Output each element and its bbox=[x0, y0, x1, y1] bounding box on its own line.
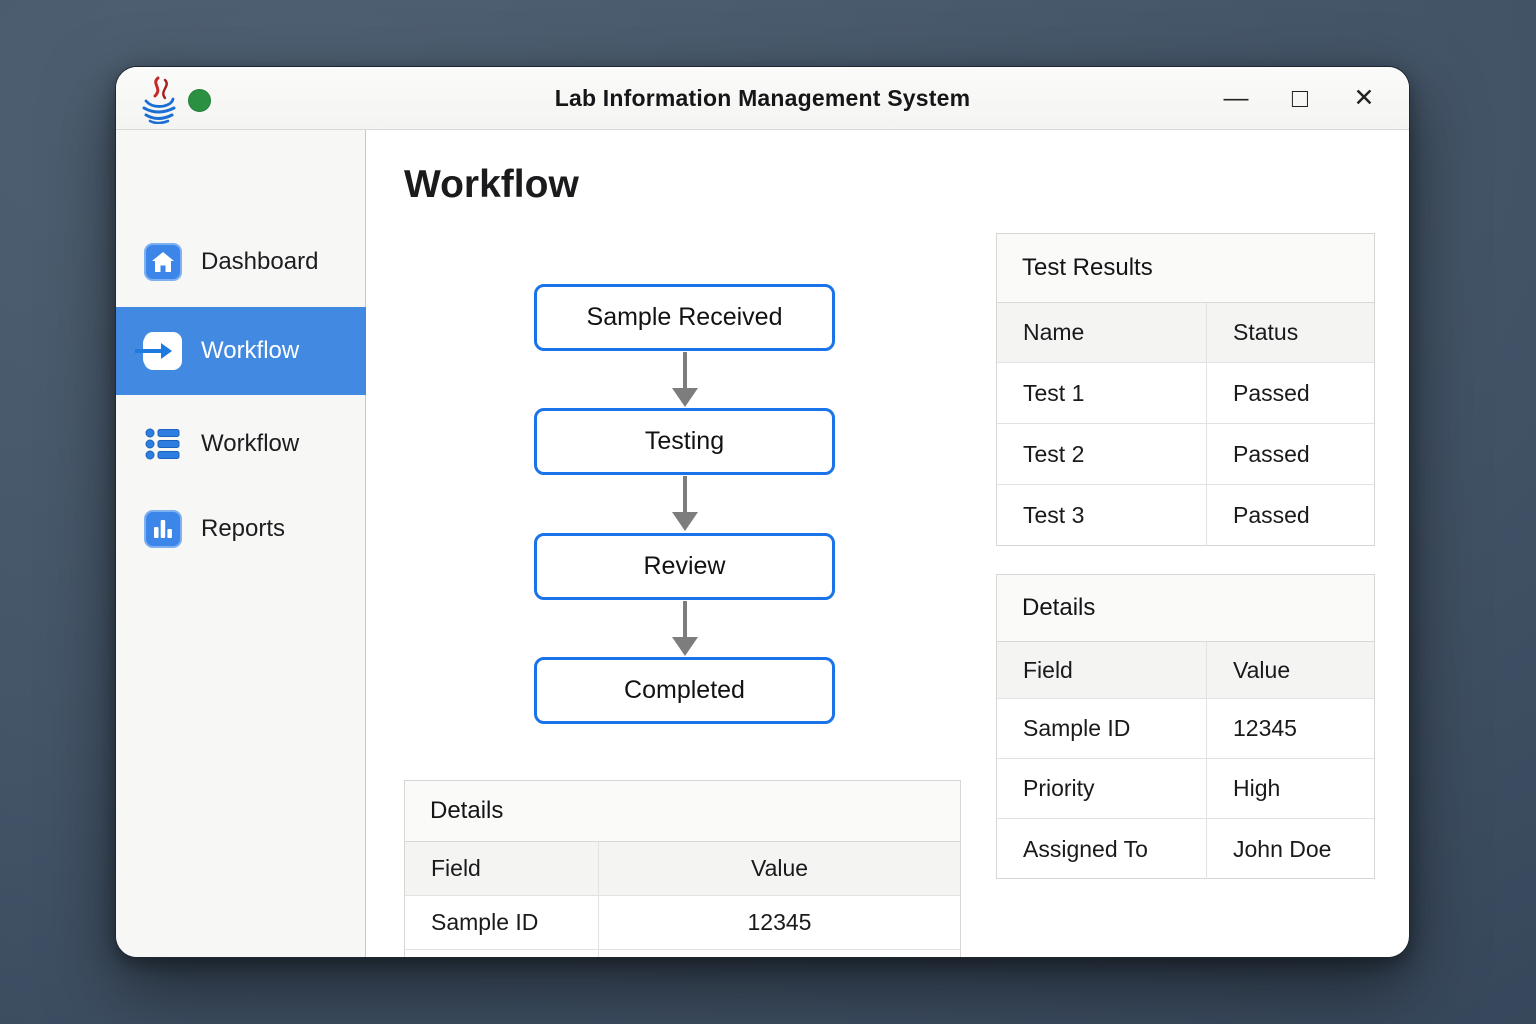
flow-step-completed[interactable]: Completed bbox=[534, 657, 835, 724]
sidebar-item-label: Dashboard bbox=[201, 248, 319, 275]
sidebar-item-dashboard[interactable]: Dashboard bbox=[116, 229, 366, 295]
table-row[interactable] bbox=[405, 950, 960, 957]
table-row[interactable]: Sample ID 12345 bbox=[405, 896, 960, 950]
table-row[interactable]: Test 3 Passed bbox=[997, 485, 1374, 546]
table-row[interactable]: Test 1 Passed bbox=[997, 363, 1374, 424]
table-title: Details bbox=[405, 781, 960, 842]
test-name-cell: Test 3 bbox=[997, 485, 1207, 546]
status-dot-icon bbox=[188, 89, 211, 112]
status-cell: Passed bbox=[1233, 502, 1310, 528]
table-header-row: Field Value bbox=[997, 642, 1374, 699]
test-name-cell: Test 2 bbox=[997, 424, 1207, 484]
sidebar-item-workflow-active[interactable]: Workflow bbox=[116, 307, 366, 395]
value-cell: High bbox=[1233, 775, 1281, 801]
test-name-cell: Test 1 bbox=[997, 363, 1207, 423]
status-cell: Passed bbox=[1233, 440, 1310, 467]
test-results-table: Test Results Name Status Test 1 Passed T… bbox=[996, 233, 1375, 546]
flow-arrow-icon bbox=[668, 601, 702, 658]
flow-arrow-icon bbox=[668, 352, 702, 409]
sidebar-item-workflow-list[interactable]: Workflow bbox=[116, 411, 366, 477]
close-button[interactable]: ✕ bbox=[1353, 84, 1375, 112]
value-cell: 12345 bbox=[747, 909, 812, 935]
app-window: Lab Information Management System — □ ✕ … bbox=[115, 66, 1410, 958]
window-title: Lab Information Management System bbox=[554, 85, 971, 111]
field-cell: Assigned To bbox=[997, 819, 1207, 879]
table-row[interactable]: Assigned To John Doe bbox=[997, 819, 1374, 879]
arrow-right-icon bbox=[135, 332, 182, 370]
column-header-field[interactable]: Field bbox=[405, 842, 599, 895]
column-header-status[interactable]: Status bbox=[1233, 319, 1299, 345]
java-logo-icon bbox=[142, 76, 176, 124]
column-header-name[interactable]: Name bbox=[997, 303, 1207, 362]
flow-step-sample-received[interactable]: Sample Received bbox=[534, 284, 835, 351]
workflow-details-table: Details Field Value Sample ID 12345 bbox=[404, 780, 961, 957]
column-header-value[interactable]: Value bbox=[1233, 656, 1291, 683]
bar-chart-icon bbox=[144, 510, 182, 548]
sidebar-item-reports[interactable]: Reports bbox=[116, 496, 366, 562]
sidebar-item-label: Workflow bbox=[201, 430, 300, 457]
sidebar: Dashboard Workflow bbox=[116, 130, 366, 957]
window-controls: — □ ✕ bbox=[1219, 67, 1381, 130]
column-header-field[interactable]: Field bbox=[997, 642, 1207, 698]
value-cell: 12345 bbox=[1233, 715, 1297, 741]
flow-step-testing[interactable]: Testing bbox=[534, 408, 835, 475]
table-title: Details bbox=[997, 575, 1374, 642]
table-row[interactable]: Priority High bbox=[997, 759, 1374, 819]
table-header-row: Name Status bbox=[997, 303, 1374, 363]
field-cell: Priority bbox=[997, 759, 1207, 818]
page-title: Workflow bbox=[404, 163, 579, 206]
value-cell: John Doe bbox=[1233, 835, 1332, 862]
sample-details-table: Details Field Value Sample ID 12345 Prio… bbox=[996, 574, 1375, 879]
list-icon bbox=[145, 428, 180, 460]
field-cell: Sample ID bbox=[997, 699, 1207, 758]
column-header-value[interactable]: Value bbox=[750, 855, 809, 881]
sidebar-item-label: Workflow bbox=[201, 337, 300, 364]
home-icon bbox=[144, 243, 182, 281]
table-title: Test Results bbox=[997, 234, 1374, 303]
flow-step-review[interactable]: Review bbox=[534, 533, 835, 600]
table-row[interactable]: Test 2 Passed bbox=[997, 424, 1374, 485]
table-header-row: Field Value bbox=[405, 842, 960, 896]
minimize-button[interactable]: — bbox=[1223, 84, 1249, 112]
flow-arrow-icon bbox=[668, 476, 702, 533]
field-cell: Sample ID bbox=[405, 896, 599, 949]
title-bar[interactable]: Lab Information Management System — □ ✕ bbox=[116, 67, 1409, 130]
sidebar-item-label: Reports bbox=[201, 515, 286, 542]
status-cell: Passed bbox=[1233, 379, 1310, 406]
table-row[interactable]: Sample ID 12345 bbox=[997, 699, 1374, 759]
maximize-button[interactable]: □ bbox=[1291, 83, 1309, 113]
